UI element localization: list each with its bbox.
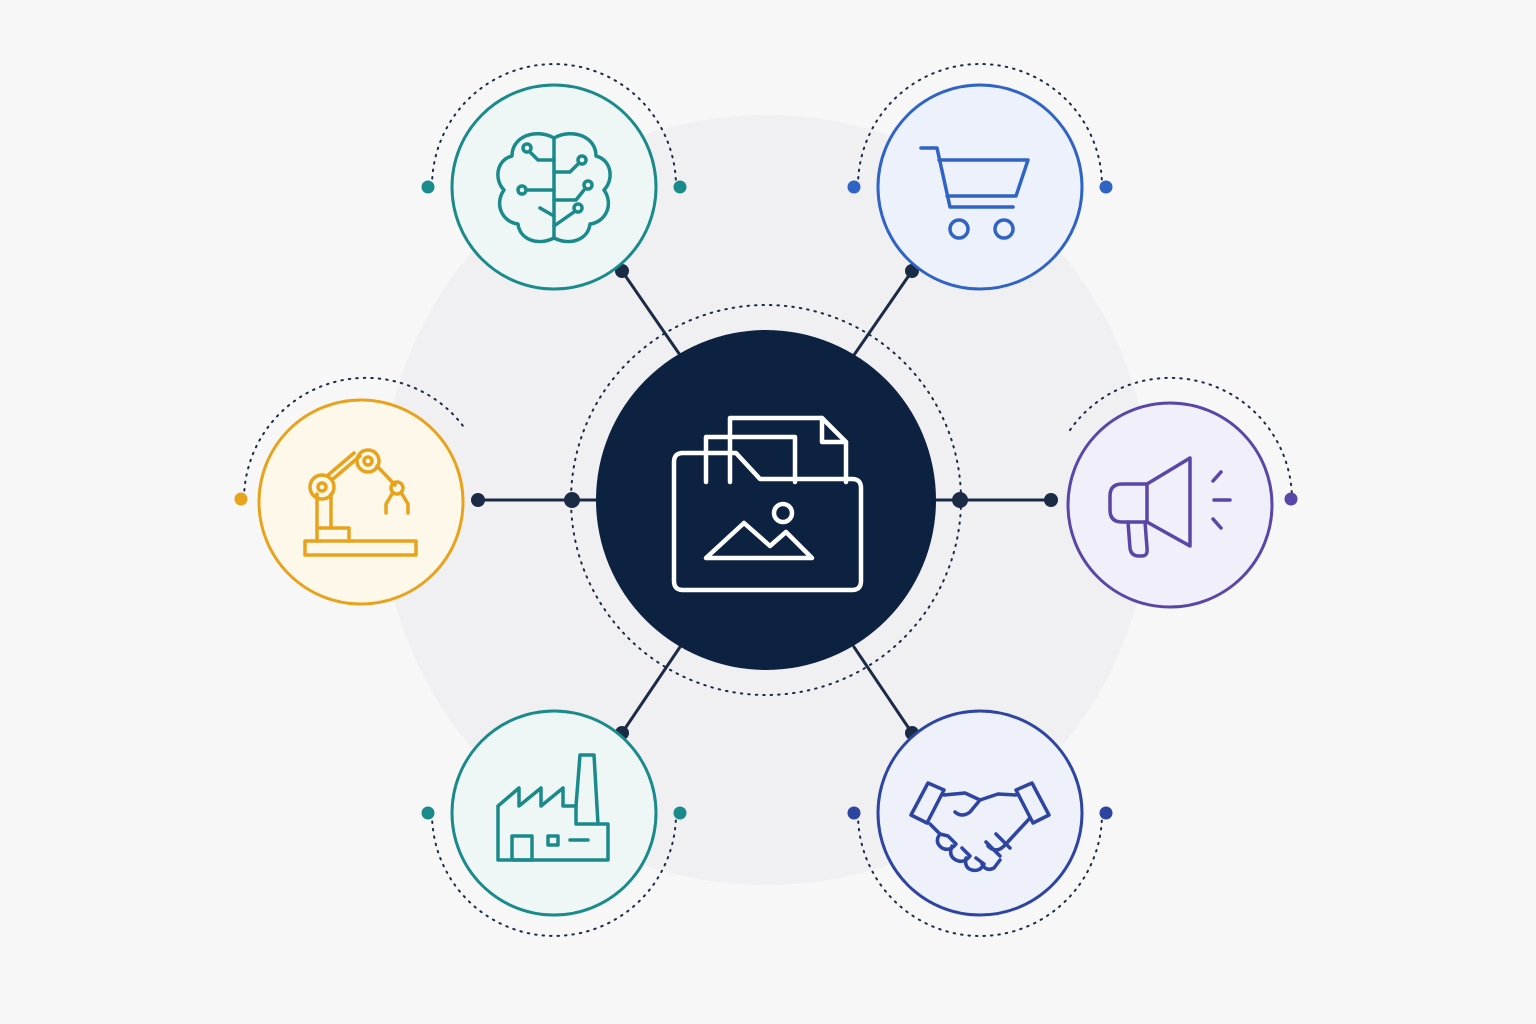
node-partnerships-circle (876, 709, 1084, 917)
node-manufacturing-dot-right (673, 806, 687, 820)
node-ecommerce-dot-right (1099, 180, 1113, 194)
node-ai-dot-right (673, 180, 687, 194)
dot-robotics-inner (564, 492, 580, 508)
node-marketing[interactable] (1066, 376, 1298, 609)
connector-dots (471, 264, 1058, 740)
connector-manufacturing (620, 645, 682, 735)
robot-arm-icon (303, 448, 418, 557)
node-ecommerce[interactable] (847, 63, 1113, 291)
node-robotics-dot-left (234, 492, 248, 506)
connector-partnerships (852, 645, 914, 735)
node-partnerships-dot-right (1099, 806, 1113, 820)
node-ai-dot-left (421, 180, 435, 194)
node-partnerships-dot-left (847, 806, 861, 820)
node-partnerships[interactable] (847, 709, 1113, 937)
hub-circle (596, 330, 936, 670)
handshake-icon (909, 781, 1051, 873)
connector-ai (620, 269, 682, 357)
shopping-cart-icon (919, 146, 1030, 240)
brain-circuit-icon (496, 132, 612, 244)
dot-robotics-outer (471, 493, 485, 507)
node-ecommerce-circle (876, 83, 1084, 291)
node-robotics-orbit (243, 376, 467, 499)
node-ai[interactable] (421, 63, 687, 291)
node-manufacturing-dot-left (421, 806, 435, 820)
connector-ecommerce (852, 269, 914, 357)
node-marketing-dot-right (1284, 492, 1298, 506)
factory-icon (496, 753, 610, 862)
dot-marketing-inner (952, 492, 968, 508)
node-marketing-orbit (1069, 376, 1293, 499)
megaphone-icon (1108, 456, 1232, 558)
node-robotics[interactable] (234, 376, 467, 606)
node-robotics-circle (257, 398, 465, 606)
image-folder-icon (671, 415, 864, 593)
dot-marketing-outer (1044, 493, 1058, 507)
node-manufacturing[interactable] (421, 709, 687, 937)
node-marketing-circle (1066, 401, 1274, 609)
node-ecommerce-dot-left (847, 180, 861, 194)
node-manufacturing-circle (450, 709, 658, 917)
